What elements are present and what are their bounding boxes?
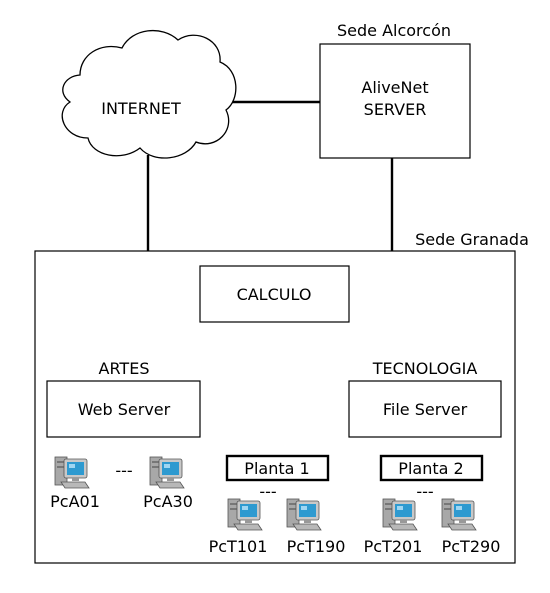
- computer-icon: [54, 456, 90, 489]
- computer-icon: [149, 456, 185, 489]
- web-server-label: Web Server: [78, 400, 171, 419]
- file-server-box: File Server: [348, 380, 502, 438]
- file-server-label: File Server: [383, 400, 468, 419]
- computer-icon: [441, 498, 477, 531]
- cloud-icon: [61, 29, 237, 159]
- sede-granada-label: Sede Granada: [415, 230, 529, 249]
- planta1-box: Planta 1: [225, 454, 330, 482]
- alivenet-server-box: AliveNet SERVER: [319, 43, 471, 159]
- tecnologia-label: TECNOLOGIA: [372, 359, 478, 378]
- pc-label: PcT201: [364, 537, 423, 556]
- planta1-label: Planta 1: [244, 459, 309, 478]
- calculo-box: CALCULO: [199, 265, 350, 323]
- pc-label: PcA30: [143, 492, 193, 511]
- pc-pca30: PcA30: [143, 456, 193, 511]
- pc-pct101: PcT101: [209, 498, 268, 556]
- alivenet-label: AliveNet: [361, 78, 428, 97]
- pc-label: PcT290: [442, 537, 501, 556]
- pc-pct290: PcT290: [441, 498, 501, 556]
- planta2-ellipsis: ---: [416, 482, 433, 501]
- artes-ellipsis: ---: [115, 461, 132, 480]
- computer-icon: [382, 498, 418, 531]
- pc-label: PcT190: [287, 537, 346, 556]
- pc-pca01: PcA01: [50, 456, 100, 511]
- internet-label: INTERNET: [101, 99, 181, 118]
- pc-pct190: PcT190: [286, 498, 346, 556]
- pc-label: PcT101: [209, 537, 268, 556]
- sede-alcorcon-label: Sede Alcorcón: [337, 21, 451, 40]
- pc-pct201: PcT201: [364, 498, 423, 556]
- pc-label: PcA01: [50, 492, 100, 511]
- computer-icon: [227, 498, 263, 531]
- internet-cloud: INTERNET: [61, 29, 237, 159]
- calculo-label: CALCULO: [237, 285, 312, 304]
- alivenet-server-label: SERVER: [364, 100, 427, 119]
- planta2-box: Planta 2: [379, 454, 484, 482]
- planta2-label: Planta 2: [398, 459, 463, 478]
- artes-label: ARTES: [99, 359, 150, 378]
- web-server-box: Web Server: [46, 380, 201, 438]
- planta1-ellipsis: ---: [259, 482, 276, 501]
- computer-icon: [286, 498, 322, 531]
